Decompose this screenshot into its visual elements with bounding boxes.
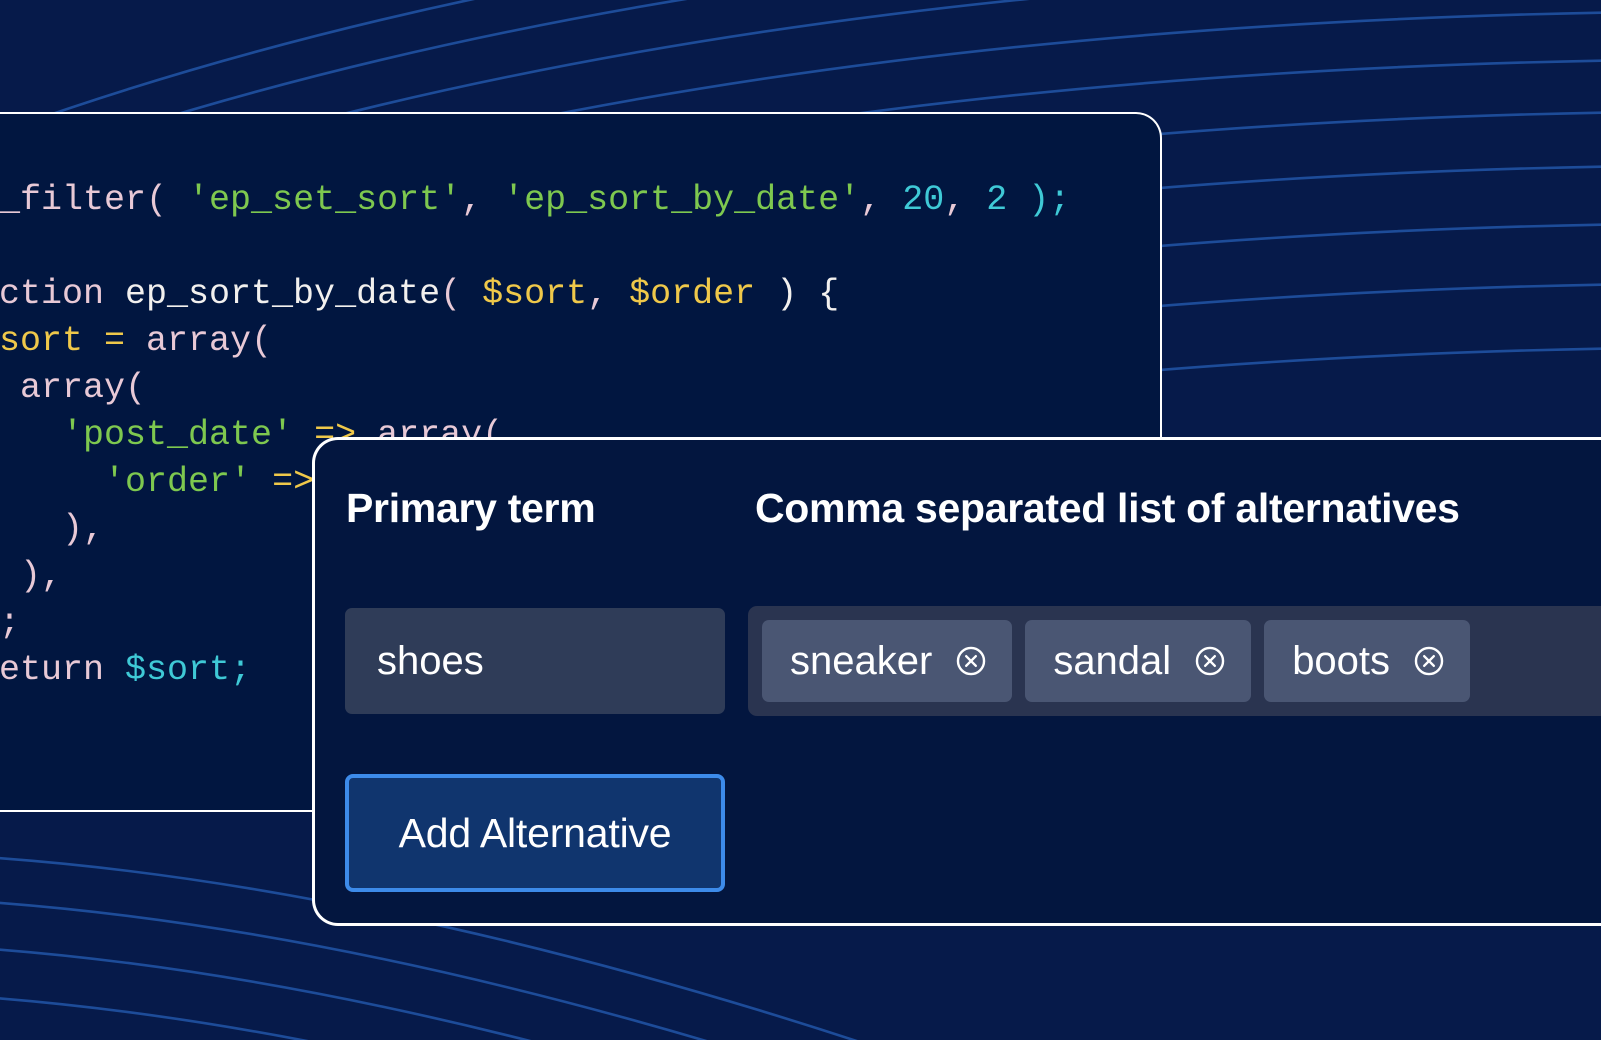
alternative-chip[interactable]: sandal bbox=[1025, 620, 1252, 702]
alternatives-chip-container[interactable]: sneaker sandal bbox=[748, 606, 1601, 716]
alternative-chip-label: boots bbox=[1292, 639, 1391, 683]
add-alternative-button[interactable]: Add Alternative bbox=[345, 774, 725, 892]
alternative-chip[interactable]: sneaker bbox=[762, 620, 1013, 702]
primary-term-heading: Primary term bbox=[346, 485, 596, 531]
alternative-chip-label: sneaker bbox=[790, 639, 933, 683]
alternative-chip[interactable]: boots bbox=[1264, 620, 1471, 702]
alternative-chip-label: sandal bbox=[1053, 639, 1172, 683]
circle-x-icon[interactable] bbox=[1193, 644, 1227, 678]
alternatives-heading: Comma separated list of alternatives bbox=[755, 485, 1460, 531]
primary-term-input[interactable] bbox=[345, 608, 725, 714]
circle-x-icon[interactable] bbox=[1412, 644, 1446, 678]
alternatives-dialog: Primary term Comma separated list of alt… bbox=[312, 437, 1601, 926]
circle-x-icon[interactable] bbox=[954, 644, 988, 678]
